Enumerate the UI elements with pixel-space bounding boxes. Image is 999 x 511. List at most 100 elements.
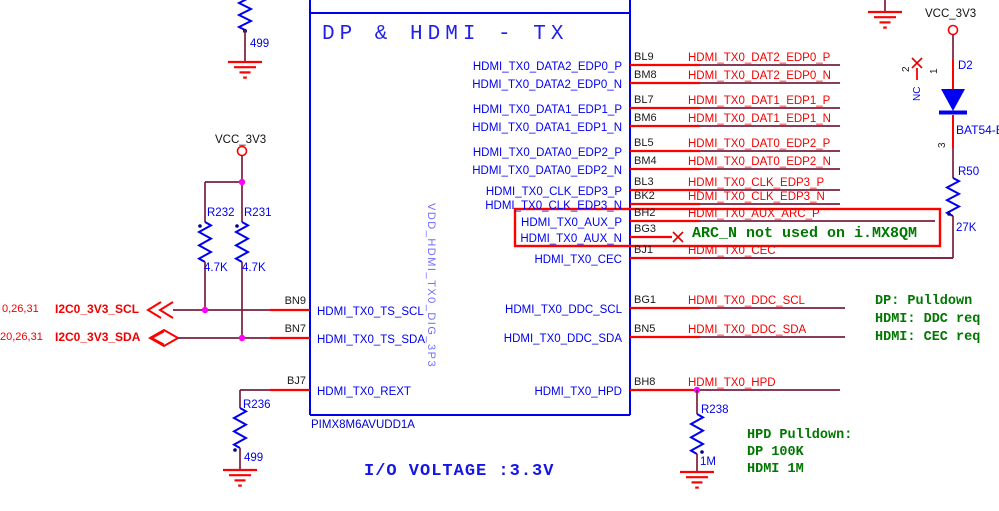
resistor-pin-dot	[235, 224, 239, 228]
r236-ref: R236	[243, 399, 271, 411]
d2-pin3-number: 3	[937, 142, 948, 148]
pin-inside-label: HDMI_TX0_DATA1_EDP1_N	[472, 122, 622, 134]
junction-dot	[201, 306, 209, 314]
r238-value: 1M	[700, 456, 716, 468]
net-label: HDMI_TX0_DDC_SCL	[688, 295, 805, 307]
right-note-line1: DP: Pulldown	[875, 294, 973, 309]
resistor-symbol	[196, 221, 214, 263]
resistor-symbol	[688, 413, 706, 455]
pin-inside-label: HDMI_TX0_TS_SDA	[317, 334, 426, 346]
pin-inside-label: HDMI_TX0_DDC_SCL	[505, 304, 622, 316]
junction-dot	[238, 334, 246, 342]
pin-inside-label: HDMI_TX0_CLK_EDP3_P	[485, 186, 622, 198]
net-label: HDMI_TX0_DAT0_EDP2_N	[688, 156, 831, 168]
pin-number: BJ1	[634, 244, 653, 256]
resistor-pin-dot	[198, 224, 202, 228]
net-label: HDMI_TX0_DAT0_EDP2_P	[688, 138, 831, 150]
pin-number: BM6	[634, 112, 657, 124]
net-label: HDMI_TX0_DDC_SDA	[688, 324, 807, 336]
r238-ref: R238	[701, 404, 729, 416]
pin-number: BL7	[634, 94, 654, 106]
resistor-pin-dot	[700, 450, 704, 454]
offpage-chevron-icon	[158, 301, 174, 319]
hpd-note-line2: DP 100K	[747, 445, 804, 460]
pin-number: BN5	[634, 323, 656, 335]
pin-inside-label: HDMI_TX0_DATA2_EDP0_P	[472, 61, 622, 73]
ic-part-number: PIMX8M6AVUDD1A	[311, 419, 415, 431]
net-label: HDMI_TX0_CLK_EDP3_N	[688, 191, 825, 203]
hpd-note-line3: HDMI 1M	[747, 462, 804, 477]
net-label: HDMI_TX0_HPD	[688, 377, 776, 389]
r231-ref: R231	[244, 207, 272, 219]
net-label: HDMI_TX0_DAT1_EDP1_P	[688, 95, 831, 107]
offpage-chevron-icon	[150, 330, 165, 346]
r232-ref: R232	[207, 207, 235, 219]
resistor-symbol	[233, 221, 251, 263]
right-note-line2: HDMI: DDC req	[875, 312, 981, 327]
pin-number: BJ7	[287, 375, 306, 387]
no-connect-x	[911, 57, 923, 69]
pin-inside-label: HDMI_TX0_AUX_P	[521, 217, 622, 229]
vcc-symbol	[236, 145, 248, 157]
no-connect-x	[672, 231, 684, 243]
pin-inside-label: HDMI_TX0_CEC	[534, 254, 622, 266]
pin-inside-label: HDMI_TX0_REXT	[317, 386, 411, 398]
r231-value: 4.7K	[242, 262, 266, 274]
net-label: HDMI_TX0_DAT2_EDP0_N	[688, 70, 831, 82]
vcc-symbol	[947, 24, 959, 36]
d2-pin2-number: 2	[901, 66, 912, 72]
right-note-line3: HDMI: CEC req	[875, 330, 981, 345]
pin-number: BM8	[634, 69, 657, 81]
highlight-box	[513, 207, 942, 248]
pin-number: BG3	[634, 223, 657, 235]
pin-inside-label: HDMI_TX0_DATA0_EDP2_P	[472, 147, 622, 159]
net-label: HDMI_TX0_CEC	[688, 245, 776, 257]
pin-number: BH2	[634, 207, 656, 219]
pin-number: BM4	[634, 155, 657, 167]
diode-symbol	[941, 89, 965, 111]
pin-inside-label: HDMI_TX0_DATA2_EDP0_N	[472, 79, 622, 91]
pin-number: BN9	[284, 295, 306, 307]
pin-inside-label: HDMI_TX0_DDC_SDA	[503, 333, 622, 345]
net-label: HDMI_TX0_DAT1_EDP1_N	[688, 113, 831, 125]
hpd-note-line1: HPD Pulldown:	[747, 428, 853, 443]
net-label: HDMI_TX0_AUX_ARC_P	[688, 208, 820, 220]
offpage-chevron-icon	[146, 301, 162, 319]
io-voltage-note: I/O VOLTAGE :3.3V	[364, 462, 555, 481]
vcc-right-label: VCC_3V3	[925, 8, 977, 20]
pin-number: BH8	[634, 376, 656, 388]
i2c-scl-net: I2C0_3V3_SCL	[55, 302, 140, 316]
pin-number: BG1	[634, 294, 657, 306]
resistor-pin-dot	[947, 212, 951, 216]
r50-value: 27K	[956, 222, 977, 234]
pin-number: BK2	[634, 190, 655, 202]
i2c-sda-net: I2C0_3V3_SDA	[55, 330, 141, 344]
d2-nc-label: NC	[912, 86, 923, 101]
pin-number: BL5	[634, 137, 654, 149]
pin-number: BN7	[284, 323, 306, 335]
arc-note: ARC_N not used on i.MX8QM	[692, 225, 918, 242]
d2-part: BAT54-E	[956, 123, 999, 137]
net-label: HDMI_TX0_DAT2_EDP0_P	[688, 52, 831, 64]
r232-value: 4.7K	[204, 262, 228, 274]
resistor-pin-dot	[233, 448, 237, 452]
resistor-symbol	[944, 177, 962, 217]
d2-ref: D2	[958, 60, 973, 72]
net-label: HDMI_TX0_CLK_EDP3_P	[688, 177, 825, 189]
r-top-value: 499	[250, 38, 270, 50]
resistor-symbol	[231, 407, 249, 449]
pin-number: BL9	[634, 51, 654, 63]
vcc-left-label: VCC_3V3	[215, 134, 267, 146]
pin-number: BL3	[634, 176, 654, 188]
page-title: DP & HDMI - TX	[322, 23, 569, 46]
junction-dot	[238, 178, 246, 186]
resistor-symbol	[236, 0, 254, 31]
i2c-scl-pages: 0,26,31	[2, 303, 39, 315]
r236-value: 499	[244, 452, 264, 464]
r50-ref: R50	[958, 166, 980, 178]
pin-inside-label: HDMI_TX0_HPD	[534, 386, 622, 398]
i2c-sda-pages: 20,26,31	[0, 331, 43, 343]
pin-inside-label: HDMI_TX0_TS_SCL	[317, 306, 424, 318]
pin-inside-label: HDMI_TX0_DATA1_EDP1_P	[472, 104, 622, 116]
